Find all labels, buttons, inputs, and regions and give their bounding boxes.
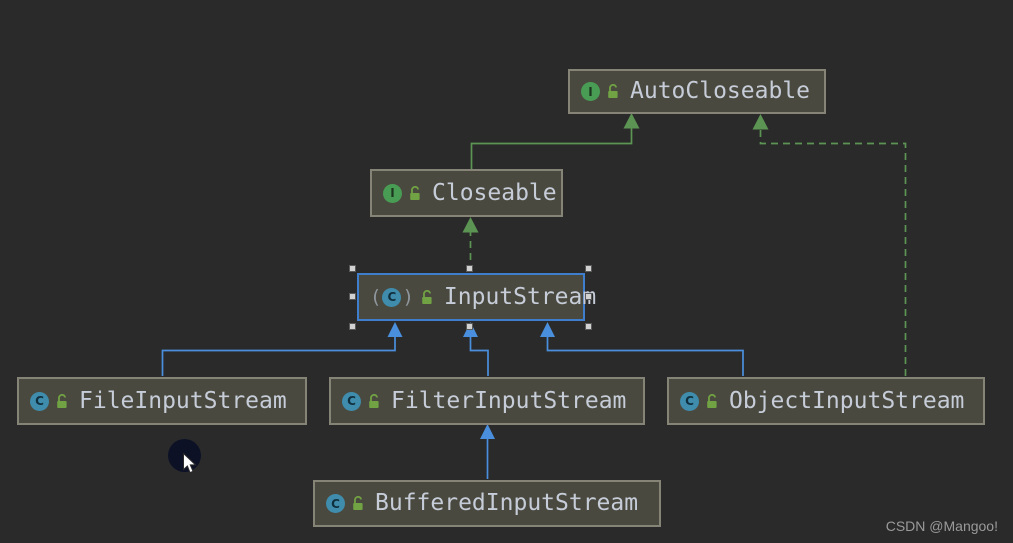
arrowhead-icon (462, 217, 479, 233)
class-node-bufferedinputstream[interactable]: C BufferedInputStream (313, 480, 661, 527)
edge-filterinputstream-inputstream (469, 337, 489, 376)
edge-fileinputstream-inputstream (161, 337, 396, 376)
class-node-objectinputstream[interactable]: C ObjectInputStream (667, 377, 985, 425)
selection-handle[interactable] (585, 293, 592, 300)
class-node-autocloseable[interactable]: I AutoCloseable (568, 69, 826, 114)
selection-handle[interactable] (349, 293, 356, 300)
unlocked-padlock-icon (57, 393, 67, 408)
selection-handle[interactable] (466, 265, 473, 272)
edge-objectinputstream-autocloseable (759, 129, 907, 376)
selection-handle[interactable] (585, 265, 592, 272)
edge-closeable-autocloseable (470, 128, 633, 169)
class-name-label: InputStream (443, 283, 597, 310)
selection-handle[interactable] (466, 323, 473, 330)
selection-handle[interactable] (349, 323, 356, 330)
class-icon: C (342, 391, 361, 411)
class-name-label: Closeable (432, 179, 557, 206)
unlocked-padlock-icon (608, 84, 618, 98)
arrowhead-icon (540, 322, 555, 337)
class-node-fileinputstream[interactable]: C FileInputStream (17, 377, 307, 425)
interface-icon: I (581, 82, 600, 101)
class-icon: C (326, 494, 345, 513)
unlocked-padlock-icon (369, 393, 379, 408)
unlocked-padlock-icon (410, 185, 420, 200)
arrowhead-icon (480, 424, 495, 439)
class-node-inputstream[interactable]: ( C ) InputStream (357, 273, 596, 321)
selection-handle[interactable] (585, 323, 592, 330)
unlocked-padlock-icon (707, 393, 717, 408)
unlocked-padlock-icon (422, 289, 432, 304)
class-name-label: AutoCloseable (630, 78, 811, 104)
arrowhead-icon (623, 113, 640, 129)
class-name-label: BufferedInputStream (375, 490, 639, 516)
class-node-closeable[interactable]: I Closeable (370, 169, 563, 217)
edge-objectinputstream-inputstream (546, 337, 744, 376)
arrowhead-icon (387, 322, 403, 337)
class-name-label: FilterInputStream (391, 387, 627, 414)
class-icon: C (680, 391, 699, 411)
unlocked-padlock-icon (353, 496, 363, 510)
class-node-filterinputstream[interactable]: C FilterInputStream (329, 377, 645, 425)
interface-icon: I (383, 183, 402, 203)
watermark-text: CSDN @Mangoo! (885, 518, 998, 534)
arrowhead-icon (752, 114, 769, 130)
abstract-class-icon: ( C ) (370, 285, 414, 308)
class-name-label: FileInputStream (79, 387, 287, 414)
mouse-cursor-icon (183, 453, 197, 474)
class-name-label: ObjectInputStream (729, 387, 965, 414)
class-icon: C (30, 391, 49, 411)
selection-handle[interactable] (349, 265, 356, 272)
